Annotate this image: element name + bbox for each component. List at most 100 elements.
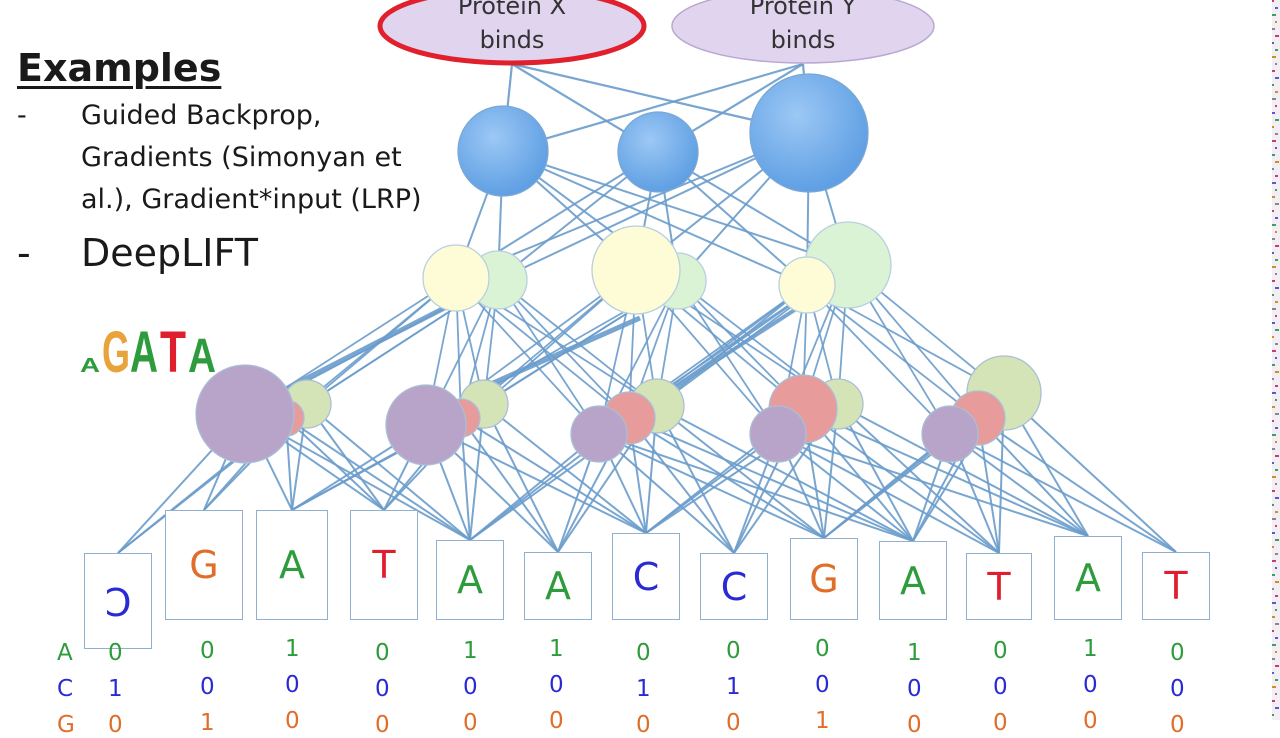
strip-noise xyxy=(1275,399,1277,401)
one-hot-row-label: A xyxy=(57,640,73,666)
sequence-base-letter: T xyxy=(1164,564,1188,608)
strip-noise xyxy=(1272,714,1274,716)
strip-noise xyxy=(1275,175,1278,177)
strip-noise xyxy=(1272,616,1275,618)
strip-noise xyxy=(1272,140,1276,142)
connection-line xyxy=(802,408,1000,554)
strip-noise xyxy=(1272,644,1276,646)
one-hot-cell: 0 xyxy=(815,672,830,698)
one-hot-cell: 0 xyxy=(108,712,123,738)
connection-line xyxy=(949,433,1177,553)
hidden2-yellow-node xyxy=(422,244,490,312)
strip-noise xyxy=(1272,112,1275,114)
strip-noise xyxy=(1272,168,1274,170)
sequence-base-letter: G xyxy=(809,557,839,601)
strip-noise xyxy=(1272,672,1274,674)
sequence-base-box: A xyxy=(879,541,947,620)
strip-noise xyxy=(1272,14,1276,16)
example-line-2: Gradients (Simonyan et xyxy=(81,142,402,173)
sequence-base-box: C xyxy=(84,553,152,649)
strip-noise xyxy=(1275,49,1278,51)
strip-noise xyxy=(1272,574,1275,576)
sequence-base-letter: A xyxy=(457,558,483,602)
strip-noise xyxy=(1275,679,1278,681)
strip-noise xyxy=(1275,371,1279,373)
one-hot-cell: 0 xyxy=(815,636,830,662)
strip-noise xyxy=(1275,273,1277,275)
strip-noise xyxy=(1275,525,1277,527)
connection-line xyxy=(455,132,810,279)
strip-noise xyxy=(1272,196,1275,198)
strip-noise xyxy=(1275,357,1277,359)
strip-noise xyxy=(1272,392,1276,394)
strip-noise xyxy=(1272,420,1274,422)
connection-line xyxy=(806,284,951,435)
strip-noise xyxy=(1275,441,1277,443)
strip-noise xyxy=(1275,511,1278,513)
strip-noise xyxy=(1272,504,1274,506)
one-hot-cell: 0 xyxy=(200,674,215,700)
sequence-base-box: T xyxy=(966,553,1032,620)
strip-noise xyxy=(1275,539,1279,541)
logo-letter-t: T xyxy=(160,320,186,385)
sequence-base-box: T xyxy=(1142,552,1210,620)
sequence-base-letter: C xyxy=(632,554,660,599)
hidden1-node xyxy=(921,405,979,463)
strip-noise xyxy=(1272,238,1275,240)
strip-noise xyxy=(1272,308,1276,310)
strip-noise xyxy=(1275,35,1279,37)
strip-noise xyxy=(1272,280,1275,282)
bullet-dash: - xyxy=(17,231,31,275)
sequence-base-box: C xyxy=(700,553,768,620)
deeplift-label: DeepLIFT xyxy=(81,231,258,275)
strip-noise xyxy=(1275,595,1278,597)
connection-line xyxy=(837,403,1000,554)
hidden2-yellow-node xyxy=(778,256,836,314)
bullet-dash: - xyxy=(17,100,27,131)
example-line-3: al.), Gradient*input (LRP) xyxy=(81,184,422,215)
one-hot-cell: 0 xyxy=(375,676,390,702)
connection-line xyxy=(777,433,914,542)
strip-noise xyxy=(1272,252,1274,254)
strip-noise xyxy=(1275,147,1277,149)
one-hot-cell: 1 xyxy=(815,708,830,734)
one-hot-cell: 1 xyxy=(636,676,651,702)
strip-noise xyxy=(1272,56,1276,58)
strip-noise xyxy=(1272,434,1276,436)
strip-noise xyxy=(1275,7,1278,9)
strip-noise xyxy=(1272,322,1275,324)
output-node-subtitle: binds xyxy=(480,26,545,54)
sequence-base-letter: T xyxy=(987,564,1011,609)
strip-noise xyxy=(1272,336,1274,338)
strip-noise xyxy=(1275,231,1277,233)
connection-line xyxy=(628,417,914,542)
strip-noise xyxy=(1275,259,1278,261)
sequence-base-letter: A xyxy=(279,543,305,587)
strip-noise xyxy=(1275,189,1277,191)
strip-noise xyxy=(1275,651,1277,653)
strip-noise xyxy=(1272,462,1274,464)
strip-noise xyxy=(1272,476,1276,478)
connection-line xyxy=(677,280,779,435)
strip-noise xyxy=(1275,553,1278,555)
logo-letter-a: A xyxy=(130,320,158,385)
connection-line xyxy=(502,150,808,286)
connection-line xyxy=(598,433,914,542)
strip-noise xyxy=(1272,98,1276,100)
strip-noise xyxy=(1275,609,1277,611)
strip-noise xyxy=(1272,182,1276,184)
connection-line xyxy=(628,417,735,554)
sequence-base-box: A xyxy=(256,510,328,620)
strip-noise xyxy=(1272,84,1274,86)
one-hot-cell: 1 xyxy=(549,636,564,662)
sequence-base-letter: A xyxy=(545,564,571,608)
strip-noise xyxy=(1275,21,1277,23)
sequence-base-box: A xyxy=(436,540,504,620)
output-node-protein-y xyxy=(671,0,935,64)
edge-strip-decoration xyxy=(1272,0,1280,720)
output-node-protein-x xyxy=(377,0,647,66)
strip-noise xyxy=(1272,294,1274,296)
one-hot-cell: 0 xyxy=(907,676,922,702)
